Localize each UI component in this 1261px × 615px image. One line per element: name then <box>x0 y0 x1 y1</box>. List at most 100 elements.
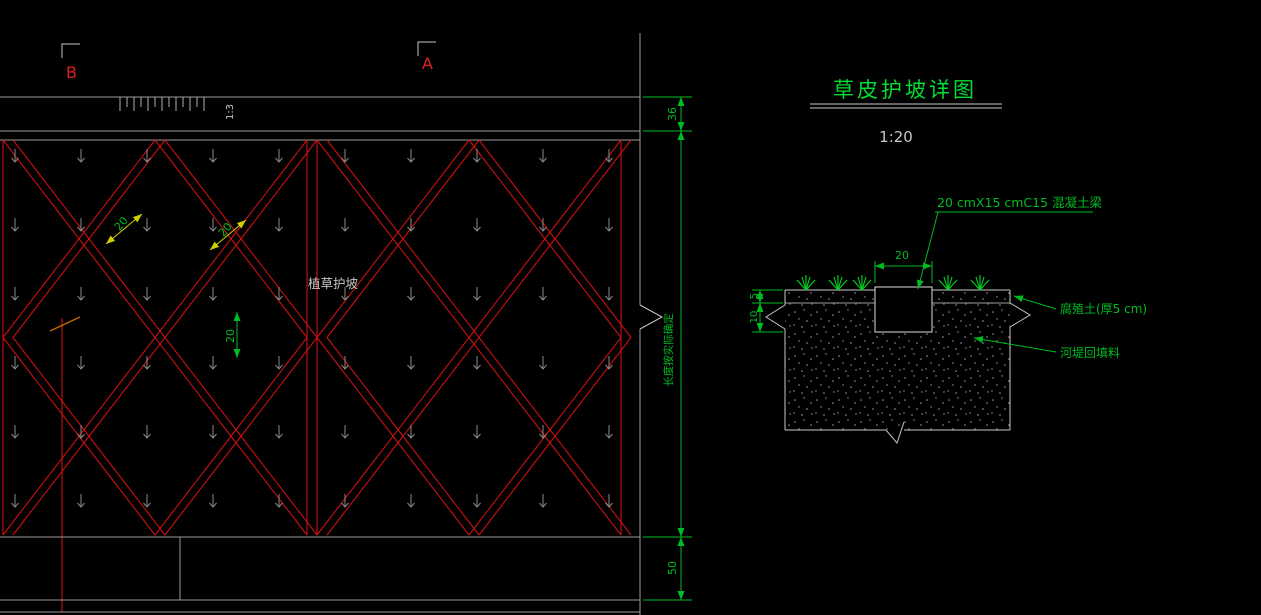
beam-width-dim-text: 20 <box>895 249 909 262</box>
lattice-line <box>2 139 308 536</box>
section-marker-b: B <box>66 63 77 82</box>
down-arrow <box>143 286 151 301</box>
down-arrow <box>407 286 415 301</box>
down-arrow <box>11 217 19 232</box>
down-arrow <box>209 424 217 439</box>
down-arrow <box>341 217 349 232</box>
grass-tuft <box>938 274 958 291</box>
left-break-notch <box>765 304 786 330</box>
down-arrow <box>539 148 547 163</box>
lattice-line <box>154 337 308 536</box>
down-arrow <box>275 355 283 370</box>
down-arrow <box>473 493 481 508</box>
grass-tuft <box>970 274 990 291</box>
down-arrow <box>275 217 283 232</box>
dim-text-50: 50 <box>666 561 679 575</box>
lattice-line <box>326 139 632 536</box>
down-arrow <box>209 286 217 301</box>
down-arrow <box>77 148 85 163</box>
down-arrow <box>143 493 151 508</box>
lattice-line <box>12 337 166 536</box>
section-marker-a: A <box>422 54 433 73</box>
down-arrow <box>11 355 19 370</box>
detail-title: 草皮护坡详图 <box>833 78 977 102</box>
lattice-line <box>164 337 318 536</box>
detail-view: 草皮护坡详图 1:20 20 <box>749 78 1147 445</box>
down-arrow <box>77 493 85 508</box>
down-arrow <box>407 148 415 163</box>
lattice-line <box>468 139 622 338</box>
lattice-line <box>326 139 480 338</box>
grass-tuft <box>852 274 872 291</box>
down-arrow <box>473 355 481 370</box>
down-arrow <box>605 424 613 439</box>
diag-dim-line-2 <box>209 219 247 251</box>
break-tick <box>49 316 81 332</box>
lattice-line <box>12 139 318 536</box>
slope-ruler <box>119 97 205 111</box>
down-arrow <box>77 355 85 370</box>
down-arrow <box>209 217 217 232</box>
beam-depth-dim-text: 10 <box>749 311 760 324</box>
down-arrow <box>473 286 481 301</box>
lattice-line <box>478 139 632 338</box>
down-arrow <box>473 148 481 163</box>
down-arrow <box>143 217 151 232</box>
down-arrow <box>473 424 481 439</box>
lattice-line <box>316 337 470 536</box>
lattice-line <box>316 139 470 338</box>
concrete-beam <box>874 286 933 333</box>
down-arrow <box>77 286 85 301</box>
section-a-bracket <box>417 41 436 56</box>
bottom-break-symbol <box>885 421 905 445</box>
down-arrow <box>605 217 613 232</box>
down-arrow <box>605 493 613 508</box>
humus-leader <box>1013 295 1057 310</box>
slope-ratio-label: 1:3 <box>225 104 236 120</box>
detail-scale: 1:20 <box>879 128 913 146</box>
humus-dim-text: 5 <box>749 293 760 299</box>
diag-dim-text-1: 20 <box>112 214 131 233</box>
backfill-label: 河堤回填料 <box>1060 346 1120 360</box>
lattice-line <box>12 139 166 338</box>
down-arrow <box>143 424 151 439</box>
lattice-line <box>2 139 156 338</box>
right-break-notch <box>1009 302 1031 328</box>
grass-tuft <box>828 274 848 291</box>
dim-text-36: 36 <box>666 107 679 121</box>
down-arrow <box>209 355 217 370</box>
down-arrow <box>209 148 217 163</box>
down-arrow <box>11 493 19 508</box>
down-arrow <box>11 286 19 301</box>
down-arrow <box>605 286 613 301</box>
down-arrow <box>11 424 19 439</box>
down-arrow <box>605 148 613 163</box>
vert-dim-text: 20 <box>224 329 237 343</box>
lattice-line <box>326 337 480 536</box>
backfill-leader <box>973 336 1057 353</box>
down-arrow <box>275 424 283 439</box>
down-arrow <box>539 493 547 508</box>
beam-label: 20 cmX15 cmC15 混凝土梁 <box>937 195 1103 210</box>
down-arrow <box>209 493 217 508</box>
down-arrow <box>275 148 283 163</box>
lattice-line <box>316 139 622 536</box>
down-arrow <box>341 424 349 439</box>
down-arrow <box>539 355 547 370</box>
dim-note-length: 长度按实际确定 <box>662 313 675 387</box>
humus-label: 腐殖土(厚5 cm) <box>1060 301 1147 316</box>
boundary-break-notch <box>639 304 664 330</box>
down-arrow <box>539 286 547 301</box>
diag-dim-line-1 <box>105 213 143 245</box>
edge-dimensions: 36 长度按实际确定 50 <box>643 96 692 601</box>
section-b-bracket <box>61 43 80 58</box>
down-arrow <box>473 217 481 232</box>
down-arrow <box>11 148 19 163</box>
down-arrow <box>407 355 415 370</box>
lattice-line <box>478 337 632 536</box>
beam-leader <box>916 211 939 290</box>
slope-lattice <box>2 139 632 612</box>
slope-type-label: 植草护坡 <box>308 276 359 291</box>
